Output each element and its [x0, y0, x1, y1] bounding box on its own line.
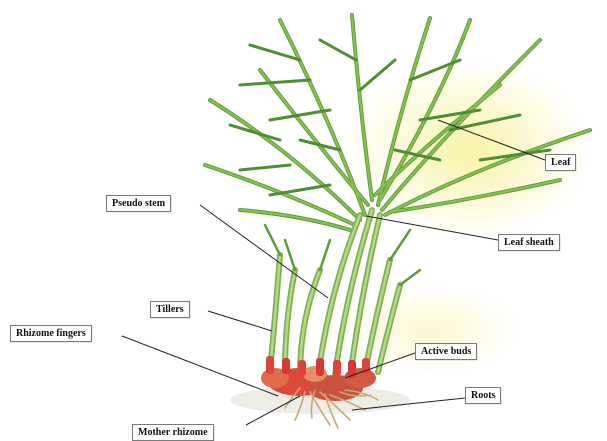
label-roots: Roots	[465, 387, 501, 404]
label-pseudo-stem: Pseudo stem	[106, 195, 171, 212]
label-active-buds: Active buds	[415, 343, 477, 360]
label-tillers: Tillers	[150, 301, 190, 318]
label-leaf-sheath: Leaf sheath	[498, 234, 560, 251]
label-rhizome-fingers: Rhizome fingers	[10, 325, 92, 342]
label-leaf: Leaf	[545, 154, 576, 171]
label-mother-rhizome: Mother rhizome	[132, 424, 214, 441]
